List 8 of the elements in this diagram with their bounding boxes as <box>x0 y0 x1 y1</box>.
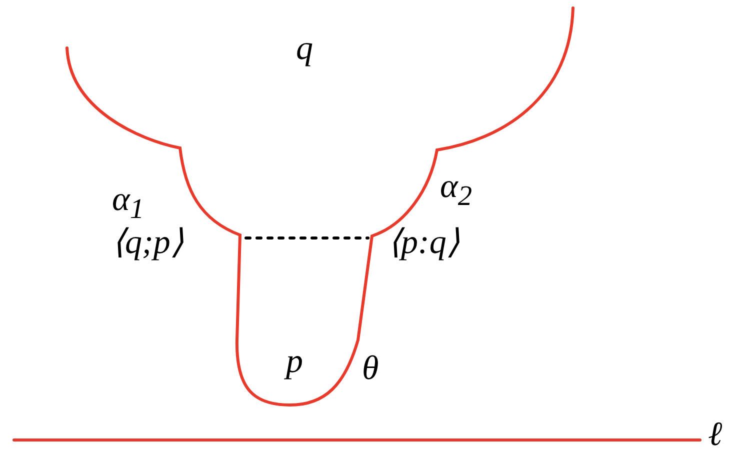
pair-label: ⟨q;p⟩ <box>112 226 184 260</box>
angle-label: α$_{1}$ <box>112 183 144 224</box>
line-label: ℓ <box>708 418 722 452</box>
pair-label: ⟨p:q⟩ <box>388 226 460 260</box>
variable-label: p <box>286 345 303 379</box>
angle-label: θ <box>362 352 379 386</box>
angle-label: α$_{2}$ <box>440 170 472 212</box>
variable-label: q <box>296 32 313 66</box>
